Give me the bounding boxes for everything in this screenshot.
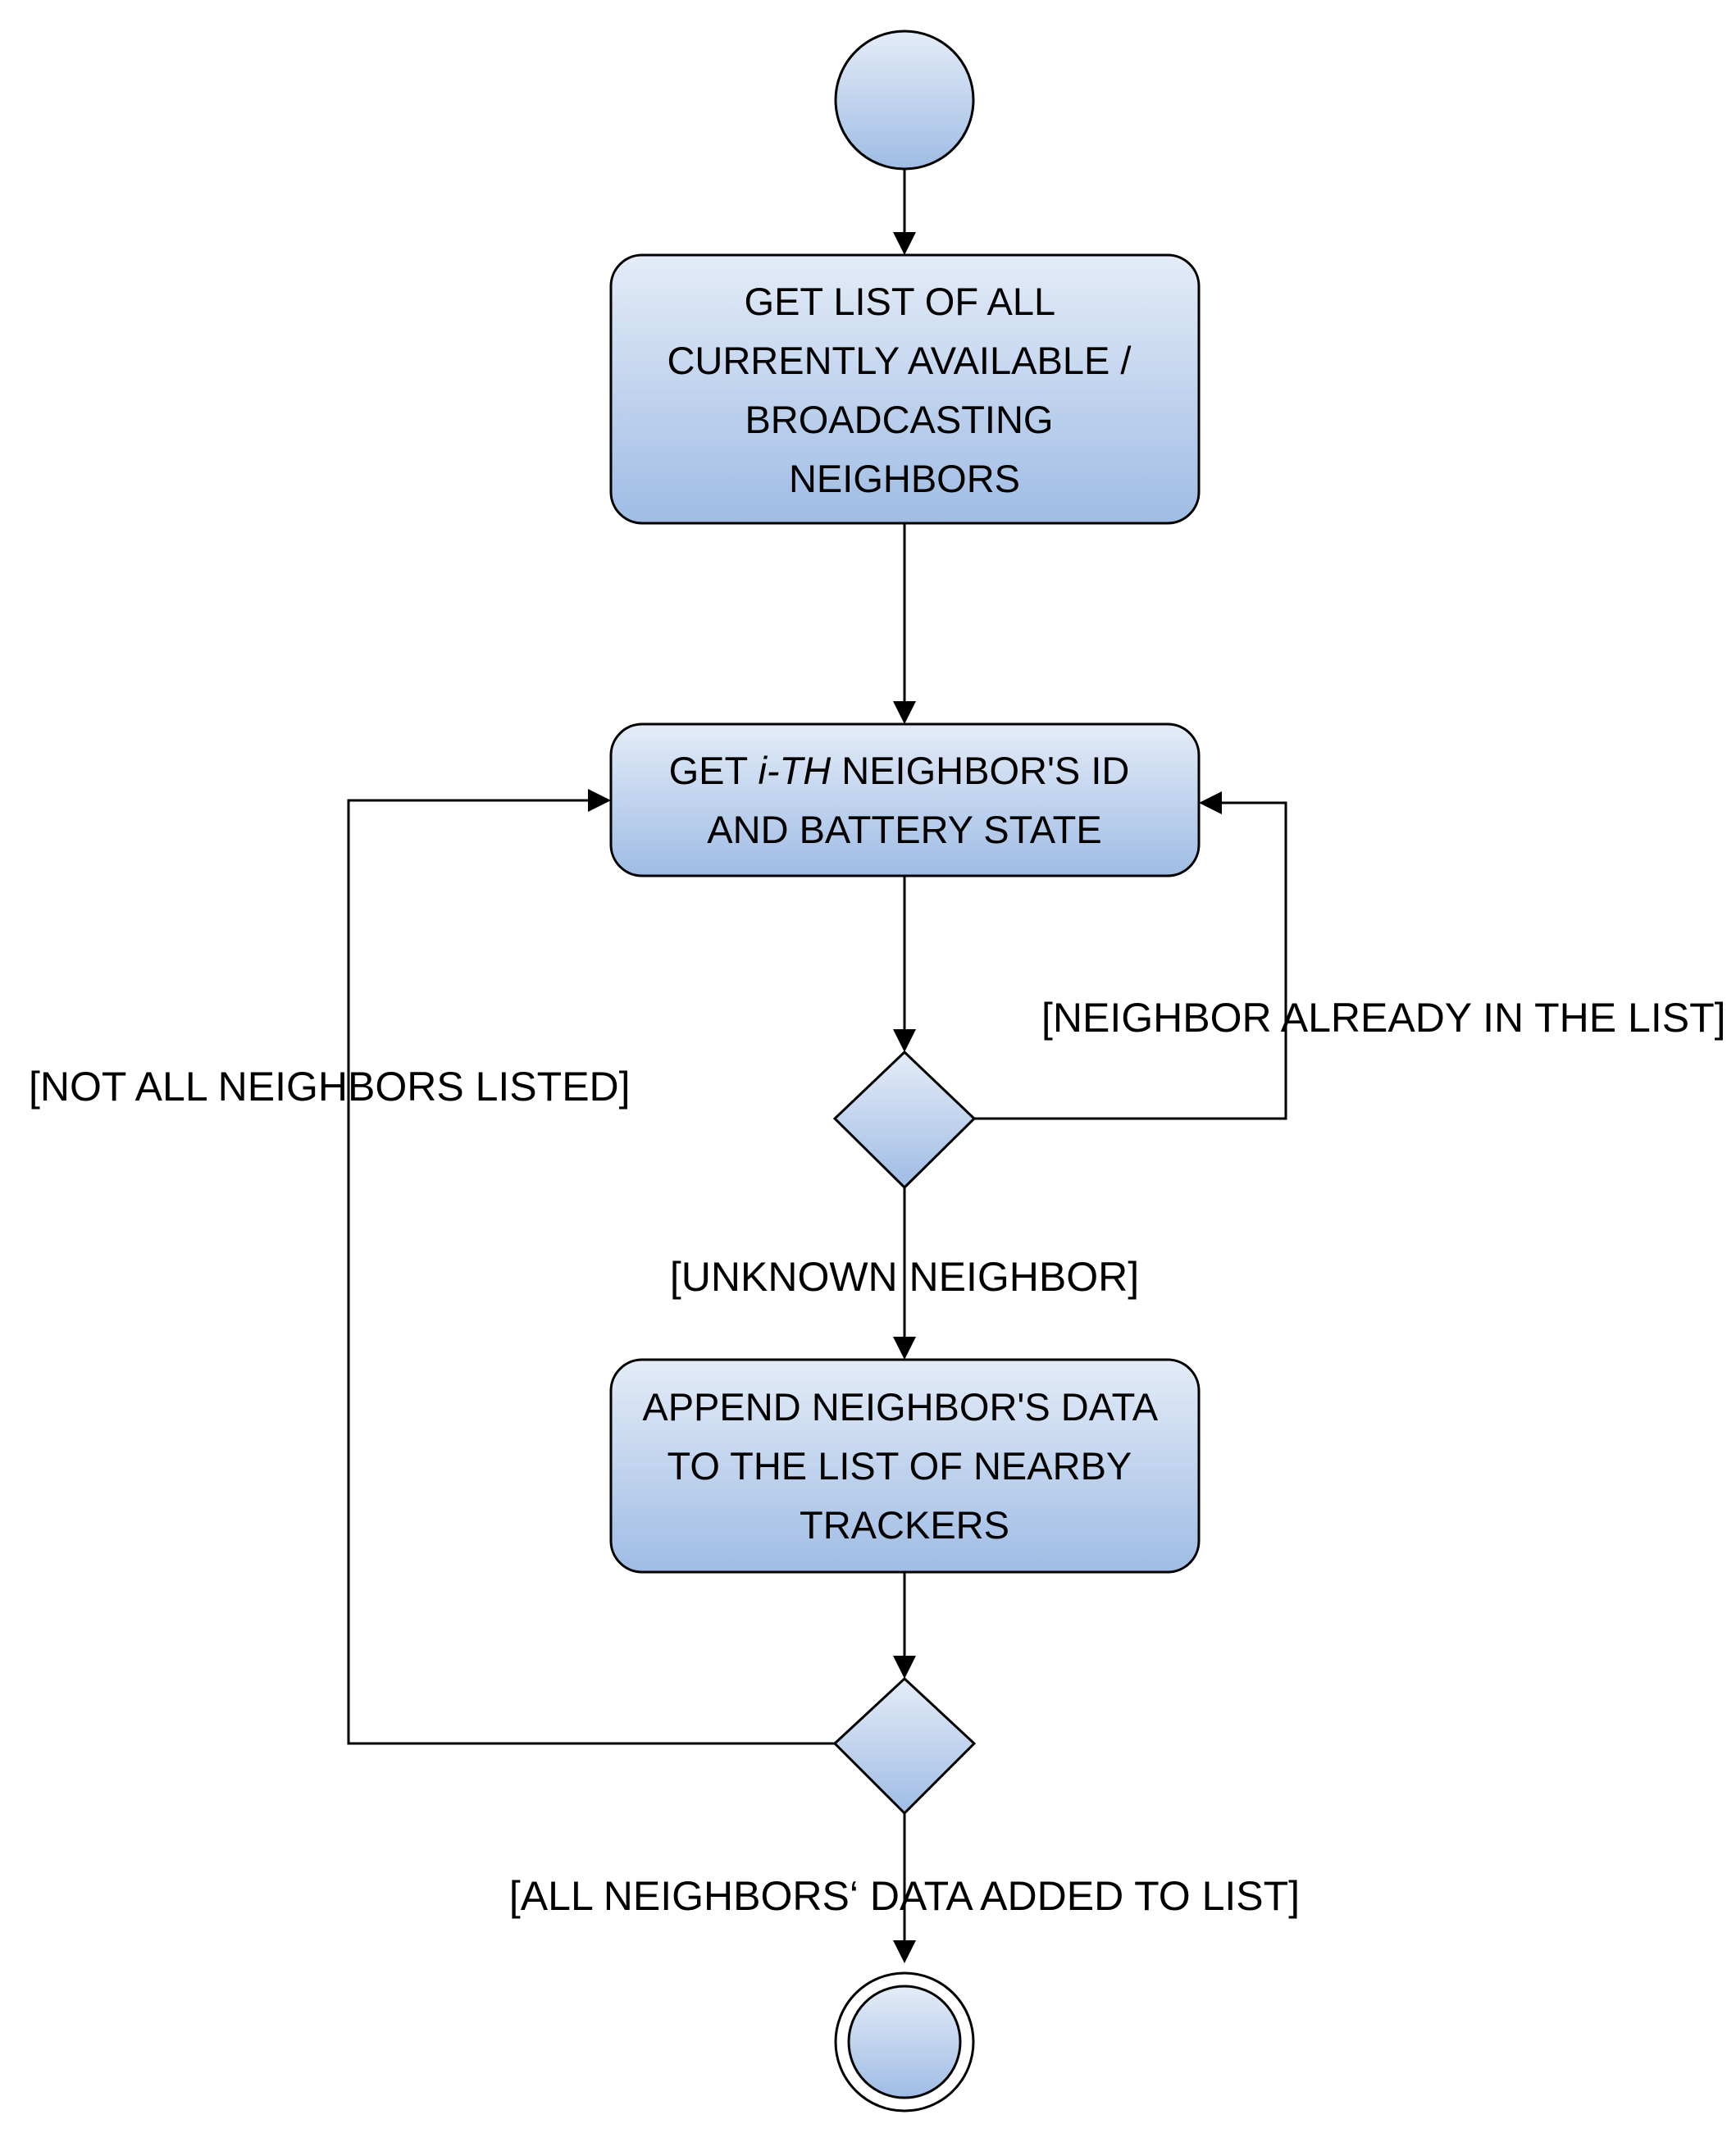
arrowhead-to-decision-known (893, 1029, 916, 1052)
action-text-line: BROADCASTING (745, 398, 1053, 441)
action-text-line: NEIGHBORS (789, 457, 1020, 500)
action-text-line: GET LIST OF ALL (745, 280, 1055, 323)
arrowhead-to-decision-all (893, 1656, 916, 1679)
svg-text:GET i-TH NEIGHBOR'S ID A: GET i-TH NEIGHBOR'S ID AND BATTERY STATE (669, 749, 1141, 851)
arrowhead-to-append (893, 1337, 916, 1360)
action-get-list-of-neighbors: GET LIST OF ALL CURRENTLY AVAILABLE / BR… (609, 253, 1201, 525)
guard-label-not-all-listed: [NOT ALL NEIGHBORS LISTED] (29, 1064, 631, 1110)
svg-text:GET LIST OF ALL CURRENTL: GET LIST OF ALL CURRENTLY AVAILABLE / BR… (667, 280, 1141, 500)
arrowhead-loop-back-left (588, 789, 611, 812)
final-node (834, 1971, 975, 2112)
decision-all-neighbors-listed (832, 1676, 977, 1816)
action-text-italic: i-TH (758, 749, 831, 792)
action-text-line: APPEND NEIGHBOR'S DATA (642, 1385, 1158, 1429)
arrowhead-to-get-neighbor (893, 701, 916, 724)
arrowhead-to-get-list (893, 232, 916, 255)
action-text-line: TRACKERS (800, 1503, 1009, 1547)
action-text-line: CURRENTLY AVAILABLE / (667, 339, 1132, 382)
edge-decision-all-not-all-loop (347, 799, 835, 1745)
decision-neighbor-known (832, 1050, 977, 1190)
action-text-line: AND BATTERY STATE (707, 808, 1101, 851)
arrowhead-to-end (893, 1940, 916, 1963)
action-text-suffix: NEIGHBOR'S ID (831, 749, 1129, 792)
guard-label-already-in-list: [NEIGHBOR ALREADY IN THE LIST] (1041, 995, 1726, 1041)
arrowheads (588, 232, 1222, 1963)
action-text-prefix: GET (669, 749, 759, 792)
guard-label-unknown-neighbor: [UNKNOWN NEIGHBOR] (670, 1254, 1139, 1300)
action-get-ith-neighbor: GET i-TH NEIGHBOR'S ID AND BATTERY STATE (609, 722, 1201, 877)
action-text-line: TO THE LIST OF NEARBY (668, 1444, 1132, 1488)
arrowhead-loop-back-right (1199, 791, 1222, 814)
svg-text:APPEND NEIGHBOR'S DATA T: APPEND NEIGHBOR'S DATA TO THE LIST OF NE… (642, 1385, 1166, 1547)
start-node (834, 30, 975, 171)
guard-label-all-added: [ALL NEIGHBORS‘ DATA ADDED TO LIST] (509, 1873, 1300, 1919)
edge-decision-already-listed-loop (974, 801, 1287, 1120)
connectors (347, 168, 1287, 1940)
action-append-neighbor-data: APPEND NEIGHBOR'S DATA TO THE LIST OF NE… (609, 1358, 1201, 1574)
